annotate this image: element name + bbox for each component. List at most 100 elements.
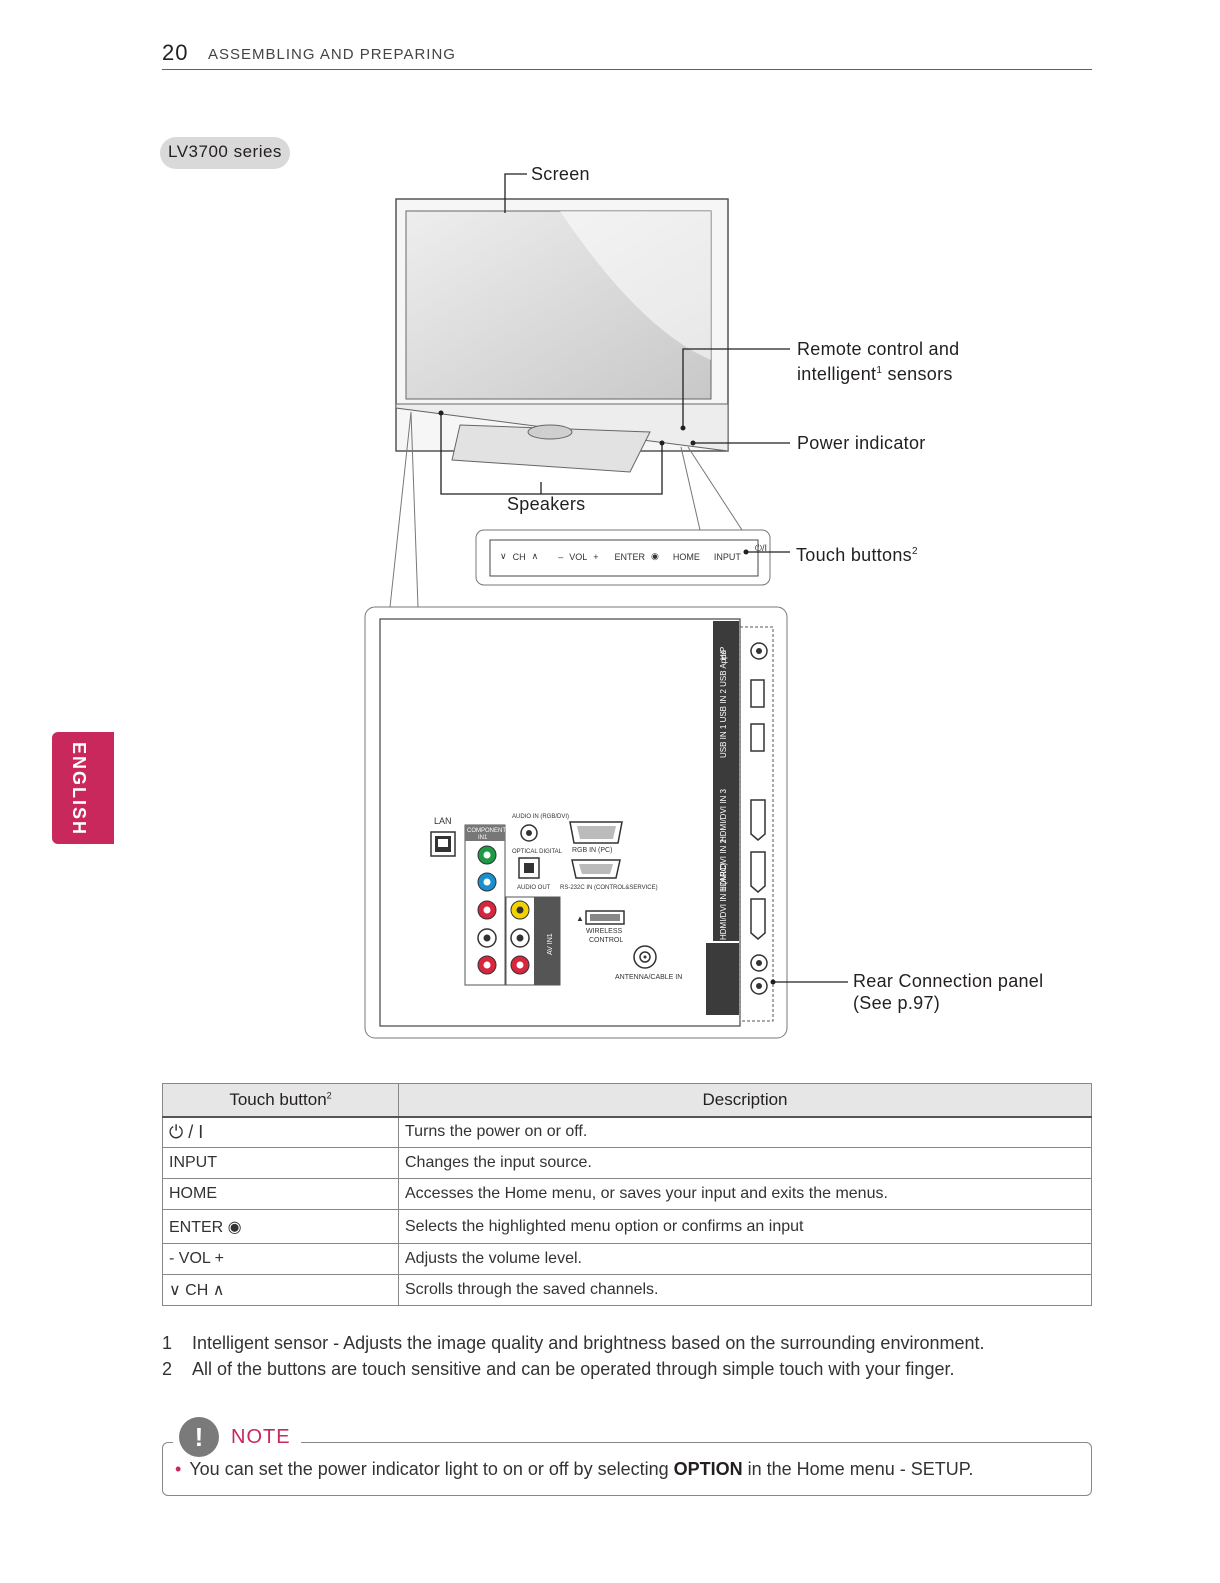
- side-connector-strip: [713, 621, 739, 941]
- callout-speakers: Speakers: [507, 494, 586, 514]
- bullet-icon: •: [175, 1459, 182, 1479]
- control-label: CONTROL: [589, 937, 623, 944]
- tv-bezel-bottom: [395, 403, 729, 452]
- audio-in-rgb-jack: [520, 824, 538, 842]
- hp-jack: [750, 642, 768, 660]
- table-row: ∨ CH ∧ Scrolls through the saved channel…: [162, 1274, 1092, 1306]
- ch-label: CH: [512, 551, 526, 562]
- screen-leader: [504, 173, 527, 213]
- footnotes: 1 Intelligent sensor - Adjusts the image…: [162, 1330, 1122, 1382]
- enter-dot-icon: ◉: [651, 551, 659, 561]
- lan-port: [430, 831, 456, 857]
- chevron-down-icon: ∨: [500, 551, 507, 561]
- stand-neck: [527, 424, 573, 440]
- enter-label: ENTER: [614, 551, 645, 562]
- description-cell: Adjusts the volume level.: [398, 1243, 1092, 1275]
- screen-glare: [560, 211, 711, 360]
- audio-out-label: AUDIO OUT: [517, 885, 551, 891]
- callout-remote-sensor-line2: intelligent1 sensors: [797, 364, 953, 384]
- table-header-row: Touch button2 Description: [162, 1083, 1092, 1118]
- language-tab: ENGLISH: [52, 732, 114, 844]
- chevron-up-icon: ∧: [531, 551, 539, 561]
- av-video-jack: [510, 900, 530, 920]
- description-cell: Scrolls through the saved channels.: [398, 1274, 1092, 1306]
- callout-touch-buttons: Touch buttons2: [796, 545, 918, 565]
- rgb-in-label: RGB IN (PC): [572, 847, 612, 854]
- table-row: HOME Accesses the Home menu, or saves yo…: [162, 1178, 1092, 1210]
- plus-icon: +: [593, 551, 599, 562]
- page-header: 20 ASSEMBLING AND PREPARING: [162, 40, 1092, 70]
- description-cell: Changes the input source.: [398, 1147, 1092, 1179]
- optical-label: OPTICAL DIGITAL: [512, 849, 563, 855]
- usb-port-1: [750, 723, 765, 752]
- tv-screen: [405, 210, 712, 400]
- rgb-port: [569, 821, 623, 844]
- exclamation-icon: !: [179, 1417, 219, 1457]
- button-cell: - VOL +: [162, 1243, 399, 1275]
- button-cell: INPUT: [162, 1147, 399, 1179]
- home-label: HOME: [672, 551, 700, 562]
- table-header-description: Description: [398, 1083, 1092, 1118]
- button-cell: ∨ CH ∧: [162, 1274, 399, 1306]
- description-cell: Selects the highlighted menu option or c…: [398, 1209, 1092, 1244]
- page-number: 20: [162, 40, 189, 65]
- callout-screen: Screen: [531, 164, 590, 184]
- usb-port-2: [750, 679, 765, 708]
- wireless-port: [585, 910, 625, 925]
- av-audio-l-jack: [510, 928, 530, 948]
- button-cell: ⏻ / I: [162, 1116, 399, 1148]
- note-title: NOTE: [231, 1425, 291, 1448]
- vol-label: VOL: [569, 551, 588, 562]
- speakers-bracket: [440, 413, 663, 495]
- svg-text:IN1: IN1: [478, 835, 488, 841]
- svg-text:COMPONENT: COMPONENT: [467, 828, 506, 834]
- component-pb-jack: [477, 872, 497, 892]
- hdmi3-label: HDMI/DVI IN 3: [719, 789, 728, 842]
- rs232-label: RS-232C IN (CONTROL&SERVICE): [560, 885, 658, 891]
- lan-label: LAN: [434, 816, 452, 826]
- table-header-button: Touch button2: [162, 1083, 399, 1118]
- sensor-leader: [682, 348, 790, 427]
- power-label: ⏻/I: [754, 543, 767, 553]
- comp2-jack-b: [750, 977, 768, 995]
- tv-stand: [451, 424, 651, 473]
- touch-button-table: Touch button2 Description ⏻ / I Turns th…: [162, 1083, 1092, 1306]
- component-pr-jack: [477, 900, 497, 920]
- table-row: INPUT Changes the input source.: [162, 1147, 1092, 1179]
- input-label: INPUT: [713, 551, 741, 562]
- callout-power-indicator: Power indicator: [797, 433, 926, 453]
- note-text: •You can set the power indicator light t…: [175, 1459, 974, 1479]
- button-cell: ENTER ◉: [162, 1209, 399, 1244]
- usb-label: USB IN 1 USB IN 2 USB Apps: [719, 650, 728, 758]
- callout-remote-sensor-line1: Remote control and: [797, 339, 960, 359]
- hp-label: H/P: [719, 647, 728, 660]
- comp2-jack-a: [750, 954, 768, 972]
- tv-frame: [395, 198, 729, 452]
- note-header: ! NOTE: [173, 1417, 301, 1457]
- component-y-jack: [477, 845, 497, 865]
- hdmi1-label: HDMI/DVI IN 1 (ARC): [719, 862, 728, 940]
- hdmi2-label: HDMI/DVI IN 2: [719, 839, 728, 892]
- hdmi-port-2: [750, 851, 766, 893]
- component-audio-l-jack: [477, 928, 497, 948]
- hdmi-port-1: [750, 898, 766, 940]
- table-row: ⏻ / I Turns the power on or off.: [162, 1116, 1092, 1148]
- rear-panel-frame: [364, 606, 788, 1039]
- optical-port: [518, 857, 540, 879]
- rs232-port: [571, 859, 621, 879]
- rear-panel: [379, 618, 741, 1027]
- table-row: ENTER ◉ Selects the highlighted menu opt…: [162, 1209, 1092, 1244]
- language-tab-label: ENGLISH: [69, 742, 89, 837]
- antenna-port: [633, 945, 657, 969]
- description-cell: Accesses the Home menu, or saves your in…: [398, 1178, 1092, 1210]
- description-cell: Turns the power on or off.: [398, 1116, 1092, 1148]
- callout-remote-sensor: Remote control and intelligent1 sensors: [797, 338, 960, 385]
- hdmi-port-3: [750, 799, 766, 841]
- touch-strip-labels: ∨ CH ∧ – VOL + ENTER ◉ HOME INPUT ⏻/I: [500, 543, 767, 562]
- component-audio-r-jack: [477, 955, 497, 975]
- note-box: ! NOTE •You can set the power indicator …: [162, 1417, 1092, 1496]
- av-audio-r-jack: [510, 955, 530, 975]
- section-title: ASSEMBLING AND PREPARING: [208, 46, 456, 63]
- model-badge: LV3700 series: [160, 137, 290, 169]
- audio-in-rgb-label: AUDIO IN (RGB/DVI): [512, 814, 569, 820]
